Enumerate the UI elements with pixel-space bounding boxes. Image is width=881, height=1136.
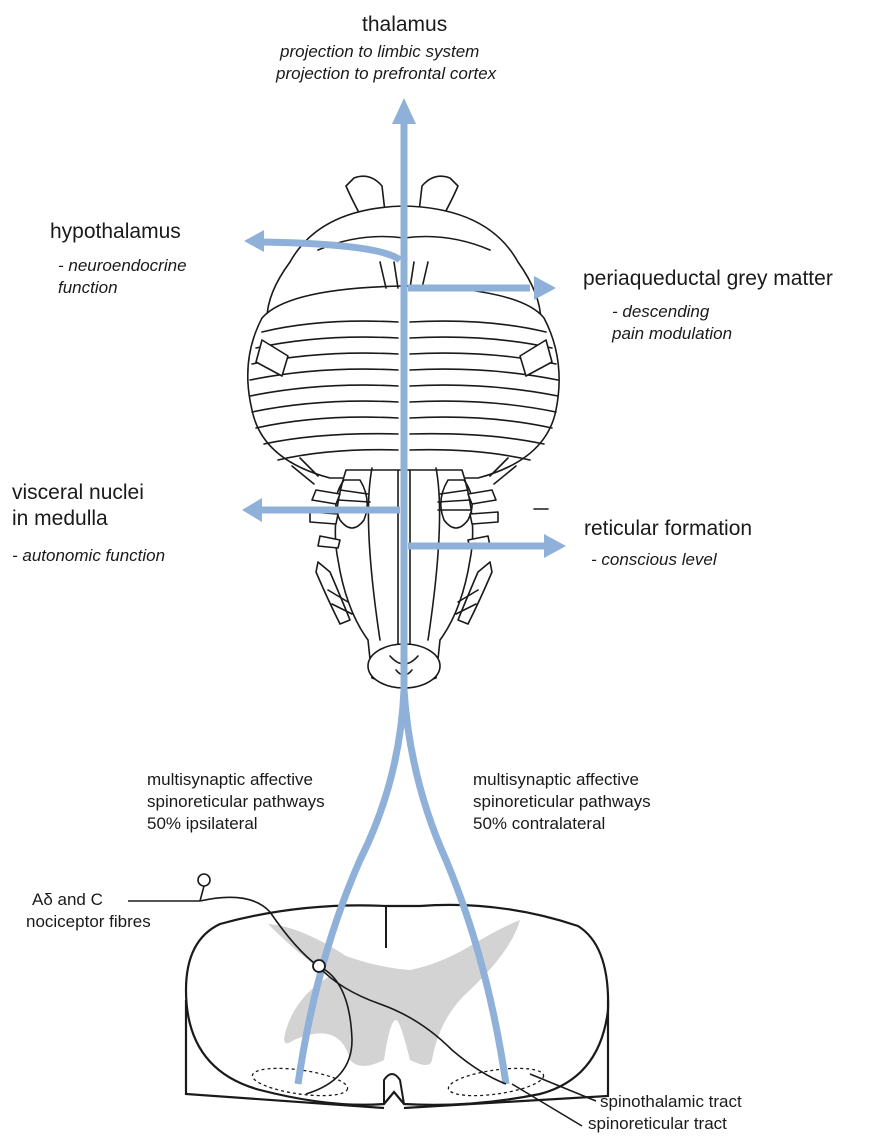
pathway-right-line-2: spinoreticular pathways [473,792,651,813]
thalamus-title: thalamus [362,12,447,38]
reticular-note: - conscious level [591,550,717,571]
spinoreticular-label: spinoreticular tract [588,1114,727,1135]
pathway-right-line-3: 50% contralateral [473,814,605,835]
thalamus-projection-prefrontal: projection to prefrontal cortex [276,64,496,85]
pathway-right-line-1: multisynaptic affective [473,770,639,791]
fibres-line-1: Aδ and C [32,890,103,911]
pathway-left-line-1: multisynaptic affective [147,770,313,791]
visceral-title-line-1: visceral nuclei [12,480,144,506]
visceral-title-line-2: in medulla [12,506,108,532]
periaqueductal-line-1: - descending [612,302,709,323]
periaqueductal-title: periaqueductal grey matter [583,266,833,292]
periaqueductal-line-2: pain modulation [612,324,732,345]
pathway-left-line-3: 50% ipsilateral [147,814,258,835]
spinal-cord-section [186,905,608,1108]
thalamus-projection-limbic: projection to limbic system [280,42,479,63]
fibres-line-2: nociceptor fibres [26,912,151,933]
hypothalamus-title: hypothalamus [50,219,181,245]
visceral-note: - autonomic function [12,546,165,567]
hypothalamus-line-1: - neuroendocrine [58,256,187,277]
spinothalamic-label: spinothalamic tract [600,1092,742,1113]
reticular-title: reticular formation [584,516,752,542]
hypothalamus-line-2: function [58,278,118,299]
pathway-left-line-2: spinoreticular pathways [147,792,325,813]
